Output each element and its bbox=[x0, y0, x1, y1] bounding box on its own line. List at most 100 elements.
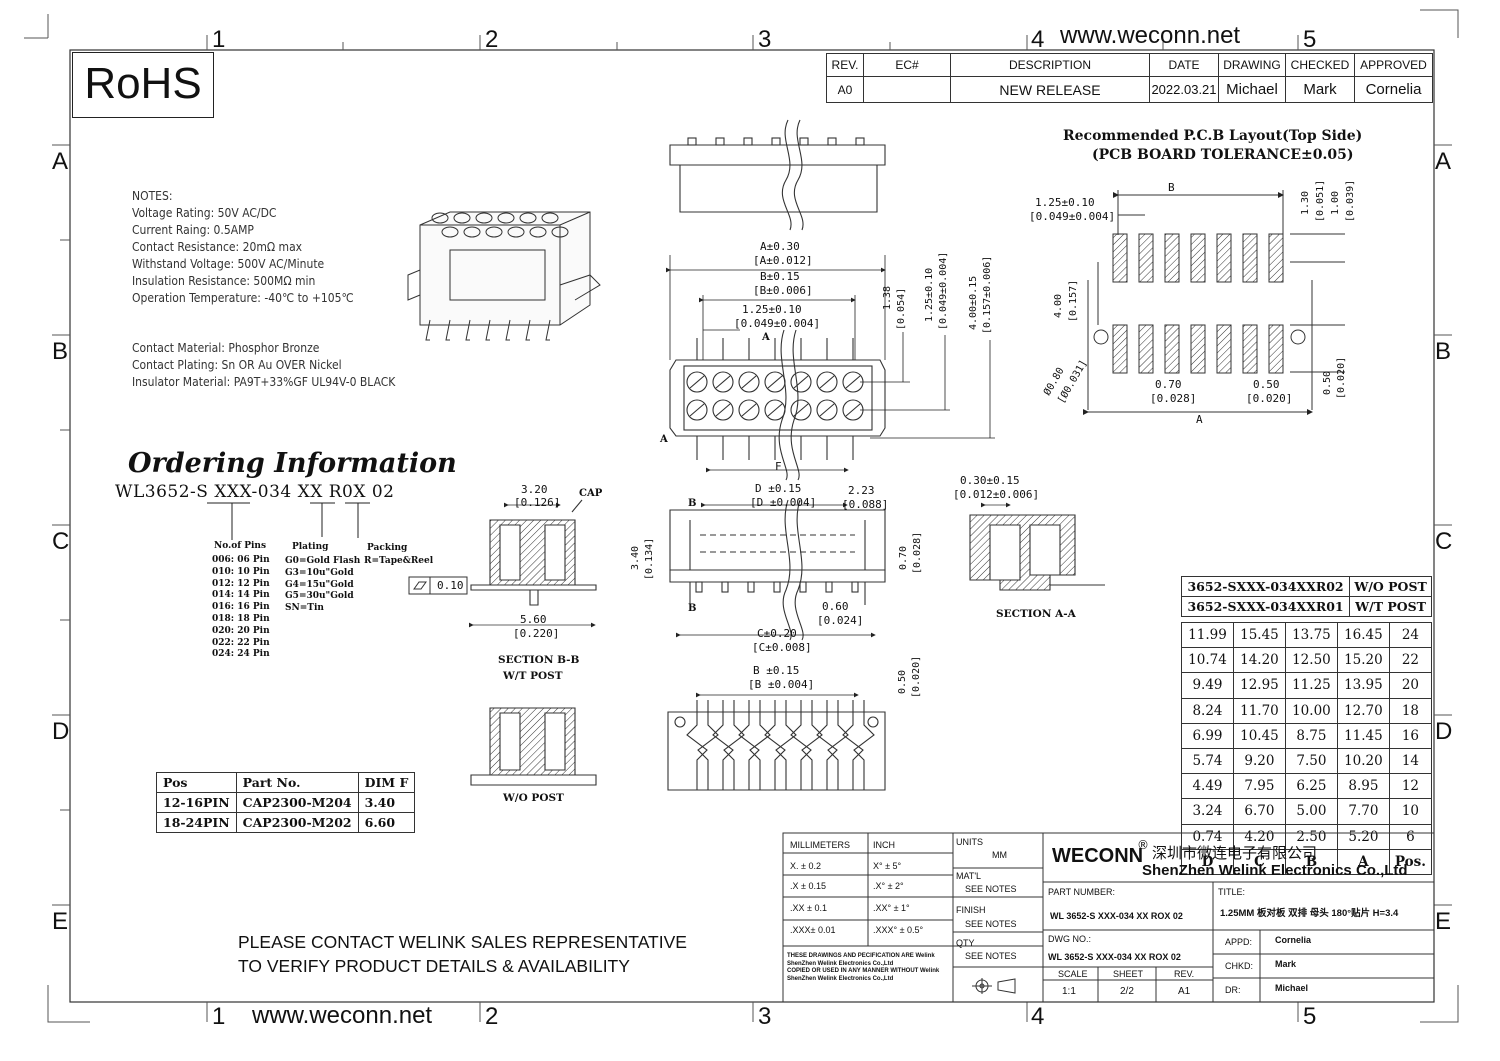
bottom-pin bbox=[801, 700, 823, 790]
part-number-cell: 3652-SXXX-034XXR02 bbox=[1180, 576, 1351, 597]
front-view bbox=[669, 499, 886, 641]
tb-sheet-label: SHEET bbox=[1113, 969, 1144, 979]
contact-mark bbox=[767, 375, 783, 389]
tb-title-label: TITLE: bbox=[1218, 887, 1246, 897]
zone-row-e-right: E bbox=[1435, 908, 1452, 935]
terminal-pin bbox=[445, 319, 451, 341]
front-pin bbox=[851, 581, 859, 593]
pcb-dim-pitch-inch: [0.049±0.004] bbox=[1029, 210, 1116, 223]
contact-cavity bbox=[738, 371, 760, 393]
dim-sec-a: 0.30±0.15 bbox=[960, 474, 1020, 487]
zone-col-1-bottom: 1 bbox=[212, 1003, 226, 1030]
cap-cell: 3.40 bbox=[357, 792, 416, 813]
tb-units-label: UNITS bbox=[956, 837, 983, 847]
pin-option: 014: 14 Pin bbox=[212, 590, 270, 601]
note-line: Withstand Voltage: 500V AC/Minute bbox=[132, 257, 325, 271]
dim-table-cell: 6.99 bbox=[1181, 722, 1234, 749]
pin-option: 012: 12 Pin bbox=[212, 578, 270, 589]
dim-b: B±0.15 bbox=[760, 270, 800, 283]
note-line: Current Raing: 0.5AMP bbox=[132, 223, 254, 237]
tb-sheet: 2/2 bbox=[1120, 986, 1134, 997]
ec-header: EC# bbox=[863, 53, 951, 77]
description-header: DESCRIPTION bbox=[950, 53, 1150, 77]
tb-finish: SEE NOTES bbox=[965, 919, 1017, 929]
dim-050: 0.50 bbox=[897, 669, 908, 694]
pcb-dim-400: 4.00 bbox=[1053, 293, 1064, 318]
front-pin bbox=[799, 581, 807, 593]
front-pin bbox=[747, 581, 755, 593]
dim-table-cell: 7.50 bbox=[1284, 747, 1338, 775]
dim-223-inch: [0.088] bbox=[842, 498, 889, 511]
approved-header: APPROVED bbox=[1354, 53, 1433, 77]
website-bottom-link[interactable]: www.weconn.net bbox=[252, 1002, 433, 1029]
zone-col-5: 5 bbox=[1303, 26, 1317, 53]
packing-title: Packing bbox=[367, 543, 408, 553]
tb-tol-mm: .X ± 0.15 bbox=[790, 881, 826, 891]
pin-tip bbox=[855, 137, 865, 146]
contact-cavity bbox=[790, 371, 812, 393]
plating-list: G0=Gold Flash G3=10u"Gold G4=15u"Gold G5… bbox=[285, 556, 360, 615]
dim-d-inch: [D ±0.004] bbox=[750, 496, 817, 509]
pcb-pad bbox=[1216, 324, 1232, 374]
dim-138-inch: [0.054] bbox=[896, 287, 907, 330]
contact-hole bbox=[541, 212, 559, 224]
cap-table: Pos Part No. DIM F 12-16PIN CAP2300-M204… bbox=[156, 772, 416, 833]
dim-050-inch: [0.020] bbox=[911, 655, 922, 698]
dim-table-cell: 9.20 bbox=[1232, 747, 1286, 775]
pcb-dim-100: 1.00 bbox=[1330, 190, 1341, 215]
dim-560: 5.60 bbox=[520, 613, 547, 626]
website-top-link[interactable]: www.weconn.net bbox=[1060, 22, 1241, 49]
dim-b2: B ±0.15 bbox=[753, 664, 800, 677]
pin-option: 010: 10 Pin bbox=[212, 566, 270, 577]
pcb-pad bbox=[1112, 324, 1128, 374]
zone-col-5-bottom: 5 bbox=[1303, 1003, 1317, 1030]
rev-value: A0 bbox=[826, 76, 864, 103]
tb-part-number: WL 3652-S XXX-034 XX ROX 02 bbox=[1050, 911, 1183, 921]
contact-mark bbox=[689, 403, 705, 417]
contact-mark bbox=[715, 403, 731, 417]
terminal-pin bbox=[465, 319, 471, 341]
contact-hole bbox=[551, 226, 569, 238]
dim-f: F bbox=[775, 460, 782, 473]
cap-cell: CAP2300-M202 bbox=[235, 812, 359, 833]
pcb-pad bbox=[1190, 233, 1206, 283]
dim-560-inch: [0.220] bbox=[513, 627, 560, 640]
pin-option: 016: 16 Pin bbox=[212, 602, 270, 613]
cap-cell: 12-16PIN bbox=[156, 792, 237, 813]
flatness-value: 0.10 bbox=[437, 579, 464, 592]
pcb-pad bbox=[1242, 233, 1258, 283]
dim-v400: 4.00±0.15 bbox=[968, 275, 979, 330]
contact-hole bbox=[463, 226, 481, 238]
bottom-pin bbox=[738, 700, 760, 790]
contact-mark bbox=[741, 403, 757, 417]
revision-table: REV. EC# DESCRIPTION DATE DRAWING CHECKE… bbox=[826, 53, 1433, 103]
plating-option: G3=10u"Gold bbox=[285, 567, 354, 578]
tb-scale-label: SCALE bbox=[1058, 969, 1088, 979]
dim-320: 3.20 bbox=[521, 483, 548, 496]
pin-tip bbox=[743, 137, 753, 146]
dimension-lines bbox=[666, 255, 995, 473]
bottom-pin bbox=[827, 700, 849, 790]
plating-option: G0=Gold Flash bbox=[285, 556, 361, 566]
dim-table-cell: 6.70 bbox=[1232, 798, 1286, 825]
dim-a-inch: [A±0.012] bbox=[753, 254, 813, 267]
tb-tol-in: X° ± 5° bbox=[873, 861, 902, 871]
approved-value: Cornelia bbox=[1354, 76, 1433, 103]
tb-title: 1.25MM 板对板 双排 母头 180°贴片 H=3.4 bbox=[1220, 908, 1399, 919]
pin-option: 022: 22 Pin bbox=[212, 637, 270, 648]
registered-mark: ® bbox=[1137, 838, 1149, 852]
cap-header-dim: DIM F bbox=[357, 772, 416, 793]
zone-row-d-right: D bbox=[1435, 718, 1453, 745]
dim-d: D ±0.15 bbox=[755, 482, 802, 495]
tb-tol-mm: .XXX± 0.01 bbox=[790, 925, 836, 935]
dim-340-inch: [0.134] bbox=[644, 537, 655, 580]
contact-mark bbox=[819, 375, 835, 389]
pin-tip bbox=[827, 137, 837, 146]
cap-label: CAP bbox=[579, 488, 603, 499]
pcb-pad bbox=[1112, 233, 1128, 283]
dim-v125-inch: [0.049±0.004] bbox=[938, 251, 949, 330]
dim-b-inch: [B±0.006] bbox=[753, 284, 813, 297]
